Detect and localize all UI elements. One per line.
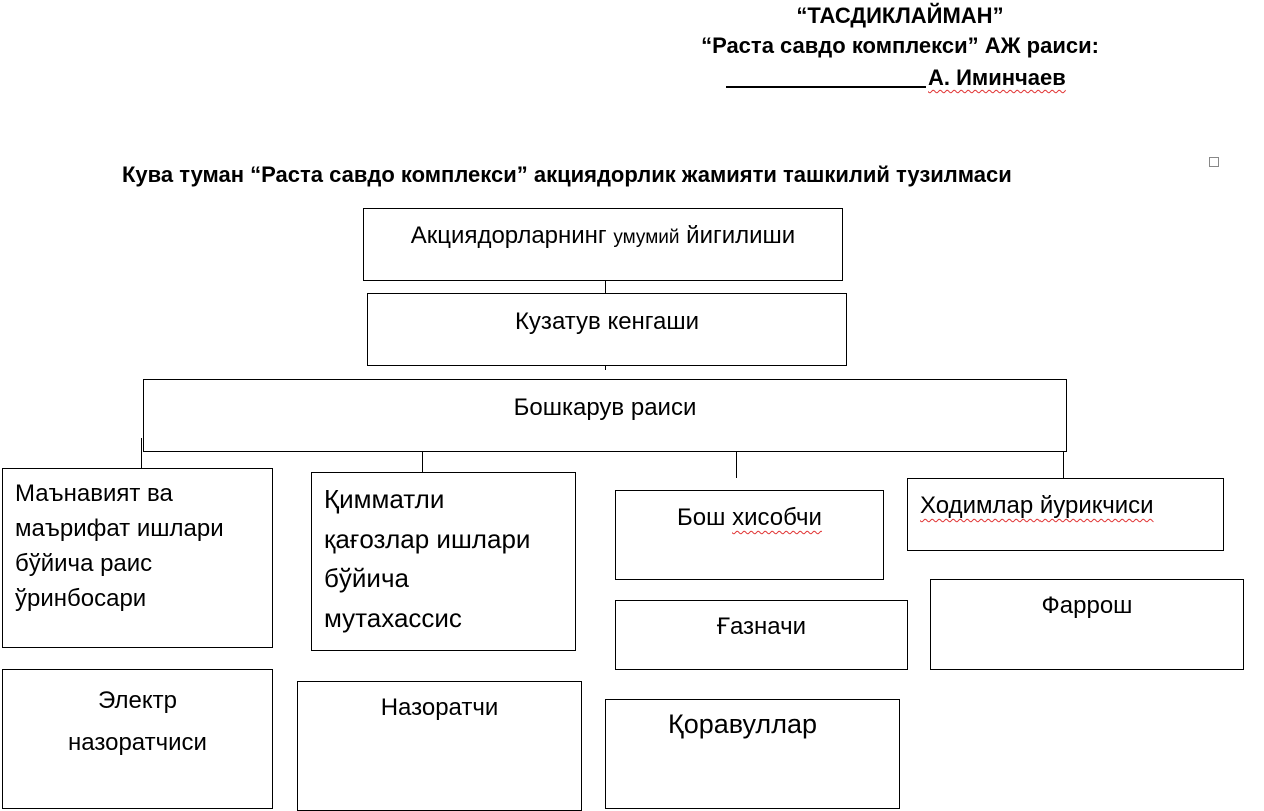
- label-part: йигилиши: [679, 222, 796, 249]
- guards-box: Қоравуллар: [605, 699, 900, 809]
- label-line: маърифат ишлари: [15, 515, 224, 542]
- cleaner-box: Фаррош: [930, 579, 1244, 670]
- chief-accountant-box: Бош хисобчи: [615, 490, 884, 580]
- label-line: Қимматли: [324, 484, 445, 514]
- label-part: Бош: [677, 504, 733, 531]
- chief-accountant-label: Бош хисобчи: [616, 502, 883, 534]
- electrical-controller-label: Электр назоратчиси: [3, 680, 272, 764]
- guards-label: Қоравуллар: [668, 709, 817, 739]
- hr-instructor-box: Ходимлар йурикчиси: [907, 478, 1224, 551]
- label-part-spellcheck: хисобчи: [732, 504, 822, 531]
- label-line: мутахассис: [324, 602, 462, 633]
- approver-position: “Раста савдо комплекси” АЖ раиси:: [701, 33, 1099, 58]
- treasurer-label: Ғазначи: [716, 613, 807, 640]
- treasurer-box: Ғазначи: [615, 600, 908, 670]
- signature-line: А. Иминчаев: [726, 62, 1066, 94]
- shareholders-meeting-box: Акциядорларнинг умумий йигилиши: [363, 208, 843, 281]
- signature-blank: [726, 62, 926, 88]
- cleaner-label: Фаррош: [1041, 592, 1133, 619]
- connector-chairman-deputy: [141, 438, 142, 475]
- label-line: бўйича: [324, 563, 409, 593]
- chairman-label: Бошкарув раиси: [513, 394, 697, 421]
- chairman-box: Бошкарув раиси: [143, 379, 1067, 452]
- label-line: назоратчиси: [68, 729, 207, 756]
- hr-instructor-label: Ходимлар йурикчиси: [920, 490, 1223, 522]
- supervisory-board-box: Кузатув кенгаши: [367, 293, 847, 366]
- document-title: Кува туман “Раста савдо комплекси” акция…: [122, 162, 1012, 187]
- label-part-spellcheck: Ходимлар: [920, 492, 1040, 519]
- securities-specialist-label: Қимматли қағозлар ишлари бўйича мутахасс…: [324, 480, 575, 638]
- label-line: бўйича раис: [15, 550, 153, 577]
- controller-label: Назоратчи: [380, 694, 499, 721]
- approval-stamp-heading: “ТАСДИКЛАЙМАН”: [796, 3, 1004, 28]
- supervisory-board-label: Кузатув кенгаши: [514, 308, 700, 335]
- deputy-chairman-label: Маънавият ва маърифат ишлари бўйича раис…: [15, 476, 272, 616]
- deputy-chairman-box: Маънавият ва маърифат ишлари бўйича раис…: [2, 468, 273, 648]
- securities-specialist-box: Қимматли қағозлар ишлари бўйича мутахасс…: [311, 472, 576, 651]
- connector-shareholders-board: [605, 272, 606, 294]
- label-line: Маънавият ва: [15, 480, 173, 507]
- signatory-name: А. Иминчаев: [928, 65, 1066, 90]
- text-frame-handle[interactable]: [1209, 157, 1219, 167]
- electrical-controller-box: Электр назоратчиси: [2, 669, 273, 809]
- label-part-small: умумий: [613, 227, 680, 248]
- label-part-spellcheck: йурикчиси: [1039, 492, 1154, 519]
- connector-chairman-hr: [1063, 440, 1064, 478]
- label-line: қағозлар ишлари: [324, 523, 531, 554]
- controller-box: Назоратчи: [297, 681, 582, 811]
- connector-chairman-securities: [422, 447, 423, 475]
- label-line: Электр: [98, 687, 177, 714]
- label-line: ўринбосари: [15, 585, 147, 612]
- label-part: Акциядорларнинг: [410, 222, 614, 249]
- shareholders-meeting-label: Акциядорларнинг умумий йигилиши: [364, 220, 842, 254]
- connector-chairman-accountant: [736, 447, 737, 478]
